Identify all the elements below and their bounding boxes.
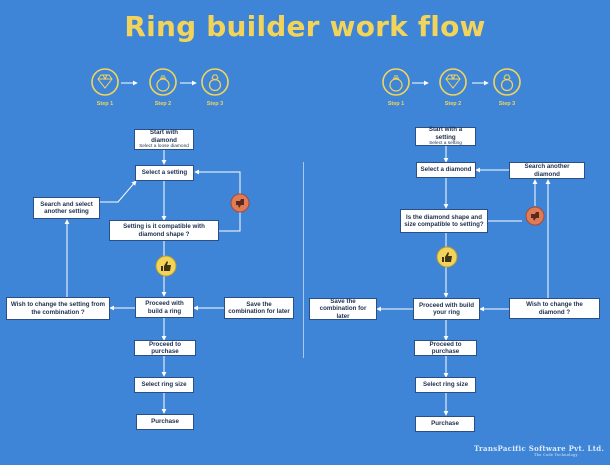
right-start-label: Start with a setting [428,126,463,141]
left-arrow-compat-no-loop [219,212,241,232]
right-proceed-build-label: Proceed with build your ring [418,301,474,316]
left-arrow-dislike-to-setting [194,169,241,196]
left-start-sublabel: Select a loose diamond [139,144,189,150]
left-wish-change-box: Wish to change the setting from the comb… [6,297,110,320]
diamond-icon [439,68,467,96]
company-logo-name: TransPacific Software Pvt. Ltd. [474,444,605,453]
page-title: Ring builder work flow [124,10,486,43]
diamond-icon [91,68,119,96]
right-ring-size-box: Select ring size [415,377,476,393]
diamond-ring-icon [201,68,229,96]
left-purchase-box: Purchase [136,414,194,430]
thumbs-up-icon [155,255,177,277]
left-compatible-box: Setting is it compatible with diamond sh… [109,220,219,241]
right-ring-size-label: Select ring size [422,381,469,389]
right-compatible-label: Is the diamond shape and size compatible… [404,213,484,228]
left-proceed-purchase-label: Proceed to purchase [149,340,181,355]
step-label-right-3: Step 3 [498,101,516,107]
step-label-right-2: Step 2 [444,101,462,107]
right-start-box: Start with a setting Select a setting [415,126,476,147]
company-logo-tagline: The Code Technology [534,453,578,457]
right-compatible-box: Is the diamond shape and size compatible… [400,209,488,233]
right-purchase-box: Purchase [415,416,475,432]
company-logo: TransPacific Software Pvt. Ltd. The Code… [474,444,604,457]
left-save-combo-box: Save the combination for later [224,297,294,319]
right-purchase-label: Purchase [431,420,459,428]
left-proceed-build-label: Proceed with build a ring [145,300,184,315]
left-select-setting-label: Select a setting [141,169,188,177]
left-ring-size-label: Select ring size [141,381,187,389]
right-proceed-purchase-box: Proceed to purchase [414,340,477,356]
left-proceed-build-box: Proceed with build a ring [135,297,194,318]
right-start-sublabel: Select a setting [429,141,462,147]
step-label-left-3: Step 3 [206,101,224,107]
right-save-combo-box: Save the combination for later [309,298,377,320]
left-search-setting-box: Search and select another setting [33,197,100,219]
right-search-diamond-box: Search another diamond [509,162,585,179]
left-arrow-search-to-setting [100,180,137,203]
ring-icon [149,68,177,96]
right-proceed-build-box: Proceed with build your ring [413,298,480,320]
thumbs-down-icon [230,193,250,213]
step-label-right-1: Step 1 [387,101,405,107]
right-search-diamond-label: Search another diamond [524,163,570,178]
left-ring-size-box: Select ring size [134,377,194,393]
right-proceed-purchase-label: Proceed to purchase [429,340,462,355]
left-compatible-label: Setting is it compatible with diamond sh… [123,223,205,238]
left-start-box: Start with diamond Select a loose diamon… [134,129,194,150]
left-start-label: Start with diamond [149,129,179,144]
thumbs-down-icon [525,206,545,226]
left-wish-change-label: Wish to change the setting from the comb… [10,301,106,316]
step-label-left-2: Step 2 [154,101,172,107]
right-select-diamond-label: Select a diamond [420,166,472,174]
step-label-left-1: Step 1 [96,101,114,107]
right-save-combo-label: Save the combination for later [319,297,367,320]
ring-icon [382,68,410,96]
left-proceed-purchase-box: Proceed to purchase [134,340,196,356]
thumbs-up-icon [436,246,458,268]
right-select-diamond-box: Select a diamond [416,162,476,178]
left-search-setting-label: Search and select another setting [40,200,93,215]
diamond-ring-icon [493,68,521,96]
right-wish-change-label: Wish to change the diamond ? [526,301,583,316]
right-wish-change-box: Wish to change the diamond ? [509,298,600,319]
panel-divider [303,162,304,358]
left-purchase-label: Purchase [151,418,179,426]
left-select-setting-box: Select a setting [135,165,194,181]
left-save-combo-label: Save the combination for later [228,300,290,315]
